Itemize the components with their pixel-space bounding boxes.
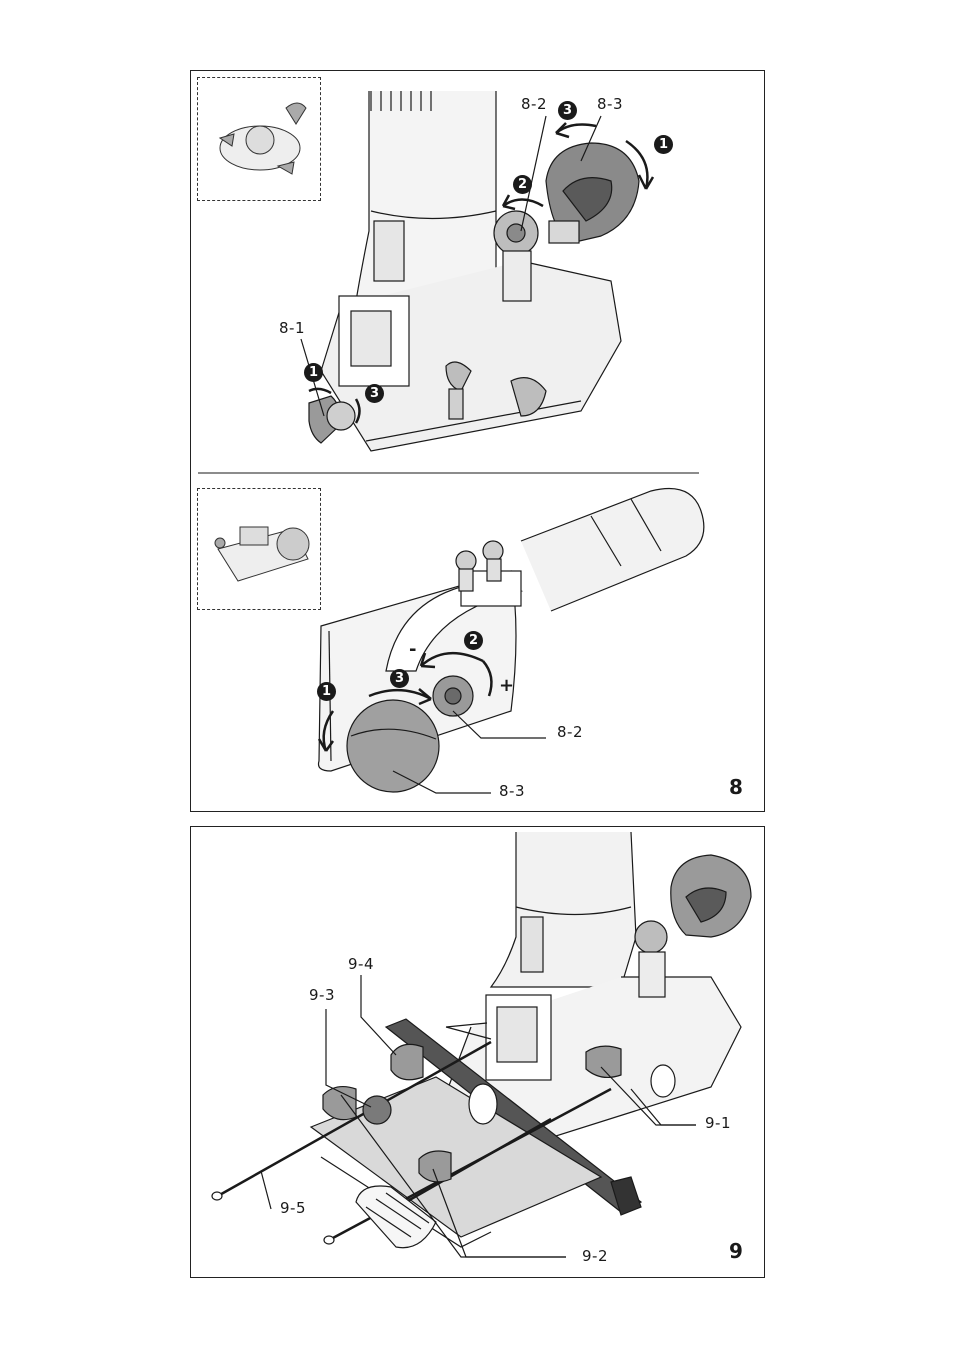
label-9-3: 9-3 (309, 986, 335, 1004)
thumbnail-side-sketch (214, 526, 310, 582)
label-9-5: 9-5 (280, 1199, 306, 1217)
figure-number-9: 9 (729, 1239, 743, 1263)
step-2-badge-lower: 2 (464, 631, 483, 650)
label-8-3-bottom: 8-3 (499, 782, 525, 800)
step-1-badge: 1 (654, 135, 673, 154)
figure-9-illustration (211, 831, 752, 1258)
step-1-badge-left: 1 (304, 363, 323, 382)
minus-sign: - (409, 639, 417, 660)
label-8-3-top: 8-3 (597, 95, 623, 113)
thumbnail-side-view (197, 488, 321, 610)
step-3-badge: 3 (558, 101, 577, 120)
figure-8-illustration (198, 91, 705, 794)
step-3-badge-lower: 3 (390, 669, 409, 688)
figure-number-8: 8 (729, 775, 743, 799)
thumbnail-top-sketch (218, 102, 307, 175)
label-8-2-top: 8-2 (521, 95, 547, 113)
step-2-badge: 2 (513, 175, 532, 194)
figure-9-panel: 9-4 9-3 9-1 9-5 9-2 9 (190, 826, 765, 1278)
label-8-2-bottom: 8-2 (557, 723, 583, 741)
thumbnail-top-view (197, 77, 321, 201)
figure-8-panel: 8-2 8-3 8-1 8-2 8-3 3 1 2 1 3 1 2 3 - + … (190, 70, 765, 812)
label-8-1: 8-1 (279, 319, 305, 337)
label-9-4: 9-4 (348, 955, 374, 973)
step-3-badge-left: 3 (365, 384, 384, 403)
step-1-badge-lower: 1 (317, 682, 336, 701)
plus-sign: + (499, 675, 515, 696)
label-9-1: 9-1 (705, 1114, 731, 1132)
label-9-2: 9-2 (582, 1247, 608, 1265)
